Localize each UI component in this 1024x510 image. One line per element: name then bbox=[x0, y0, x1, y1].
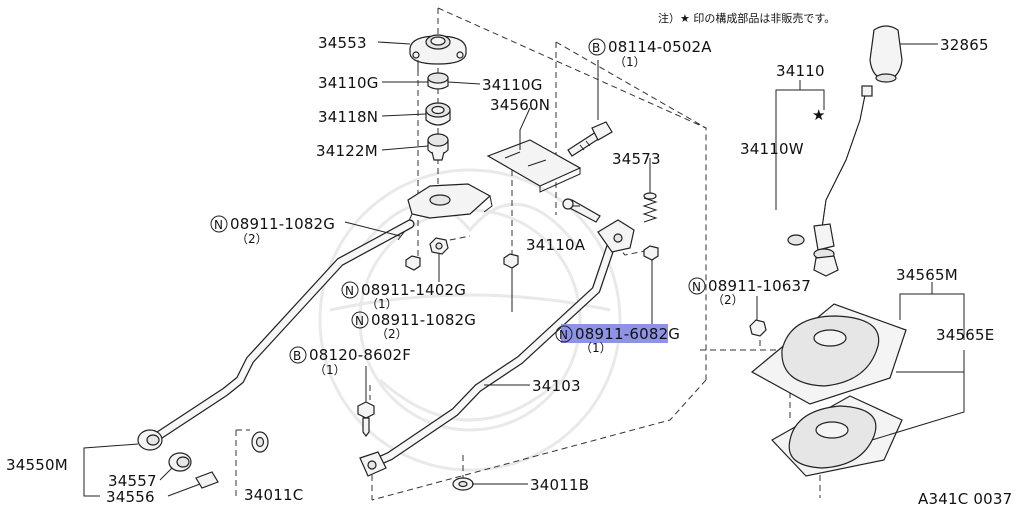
label-08911-1402G: 08911-1402G bbox=[361, 281, 466, 299]
nut-08911-1402G bbox=[429, 237, 449, 255]
qty-08911-1082G-a: （2） bbox=[236, 232, 268, 246]
callout-08114-0502A: B 08114-0502A （1） bbox=[588, 38, 712, 69]
label-34110: 34110 bbox=[776, 62, 825, 80]
qty-08911-1402G: （1） bbox=[366, 297, 398, 311]
bolt-marker: B bbox=[293, 349, 301, 363]
callout-08911-10637: N 08911-10637 （2） bbox=[688, 277, 811, 307]
label-08911-6082G-tail: 2G bbox=[659, 325, 681, 343]
callout-08911-1082G-a: N 08911-1082G （2） bbox=[210, 215, 335, 246]
rod-34550M bbox=[150, 219, 415, 443]
spring-34573 bbox=[642, 168, 658, 223]
bracket-34560N bbox=[486, 139, 582, 193]
qty-08120-8602F: （1） bbox=[314, 363, 346, 377]
label-34565M: 34565M bbox=[896, 266, 958, 284]
label-34122M: 34122M bbox=[316, 142, 378, 160]
nut-marker: N bbox=[692, 280, 701, 294]
label-34557: 34557 bbox=[108, 472, 157, 490]
qty-08911-1082G-b: （2） bbox=[376, 327, 408, 341]
star-marker: ★ bbox=[812, 106, 826, 124]
label-34553: 34553 bbox=[318, 34, 367, 52]
nut-marker: N bbox=[345, 284, 354, 298]
washer-34011B bbox=[452, 477, 474, 491]
label-34011B: 34011B bbox=[530, 476, 589, 494]
label-34110G-b: 34110G bbox=[482, 76, 543, 94]
label-34565E: 34565E bbox=[936, 326, 994, 344]
nut-08911-6082G bbox=[643, 245, 659, 261]
label-34550M: 34550M bbox=[6, 456, 68, 474]
knob-32865 bbox=[869, 25, 903, 83]
label-34573: 34573 bbox=[612, 150, 661, 168]
label-32865: 32865 bbox=[940, 36, 989, 54]
nut-08911-1082G-a bbox=[405, 255, 421, 271]
callout-08911-1082G-b: N 08911-1082G （2） bbox=[351, 311, 476, 341]
label-34118N: 34118N bbox=[318, 108, 378, 126]
bush-34557 bbox=[168, 452, 192, 472]
label-34011C: 34011C bbox=[244, 486, 303, 504]
nut-marker: N bbox=[355, 314, 364, 328]
bolt-08120-8602F bbox=[357, 401, 375, 437]
callout-08911-1402G: N 08911-1402G （1） bbox=[341, 281, 466, 311]
label-34560N: 34560N bbox=[490, 96, 550, 114]
label-08120-8602F: 08120-8602F bbox=[309, 346, 411, 364]
callout-labels: 34553 34110G 34110G 34118N 34122M 34560N… bbox=[6, 11, 1012, 508]
label-08911-1082G-b: 08911-1082G bbox=[371, 311, 476, 329]
note-non-sale: 注）★ 印の構成部品は非販売です。 bbox=[658, 11, 835, 25]
lever-34110 bbox=[813, 85, 873, 277]
rod-end-34550M bbox=[137, 429, 163, 451]
boot-34565E bbox=[771, 395, 903, 477]
label-34556: 34556 bbox=[106, 488, 155, 506]
nut-marker: N bbox=[559, 328, 568, 342]
collar-34556 bbox=[195, 471, 219, 489]
nut-marker: N bbox=[214, 218, 223, 232]
nut-08911-10637 bbox=[749, 319, 767, 337]
rod-34103 bbox=[367, 219, 635, 469]
leader-lines bbox=[83, 41, 965, 497]
bush-34110G bbox=[427, 72, 449, 90]
label-34110W: 34110W bbox=[740, 140, 804, 158]
qty-08911-6082G: （1） bbox=[580, 341, 612, 355]
rod-end-34103 bbox=[359, 451, 387, 477]
callout-08120-8602F: B 08120-8602F （1） bbox=[289, 346, 411, 377]
boot-34110W bbox=[787, 234, 805, 246]
callout-08911-6082G: N 08911-6082G （1） bbox=[555, 324, 680, 355]
diagram-code: A341C 0037 bbox=[918, 490, 1012, 508]
label-08114-0502A: 08114-0502A bbox=[608, 38, 712, 56]
qty-08911-10637: （2） bbox=[712, 293, 744, 307]
label-08911-6082G: 08911-6082G bbox=[575, 325, 680, 343]
label-34110G-a: 34110G bbox=[318, 74, 379, 92]
bush-34122M bbox=[427, 133, 449, 161]
label-08911-1082G-a: 08911-1082G bbox=[230, 215, 335, 233]
bolt-08114-0502A bbox=[567, 121, 613, 157]
label-08911-10637: 08911-10637 bbox=[708, 277, 811, 295]
highlight-box bbox=[561, 324, 668, 343]
boot-34565M bbox=[750, 303, 907, 405]
lever-plate bbox=[397, 183, 493, 241]
label-08911-6082G-main: 08911-608 bbox=[575, 325, 659, 343]
washer-34011C bbox=[251, 431, 269, 453]
mount-34553 bbox=[409, 34, 467, 72]
qty-08114-0502A: （1） bbox=[614, 55, 646, 69]
nut-08911-1082G-b bbox=[503, 253, 519, 269]
bolt-marker: B bbox=[592, 41, 600, 55]
bush-34118N bbox=[425, 102, 451, 126]
label-34110A: 34110A bbox=[526, 236, 586, 254]
label-34103: 34103 bbox=[532, 377, 581, 395]
